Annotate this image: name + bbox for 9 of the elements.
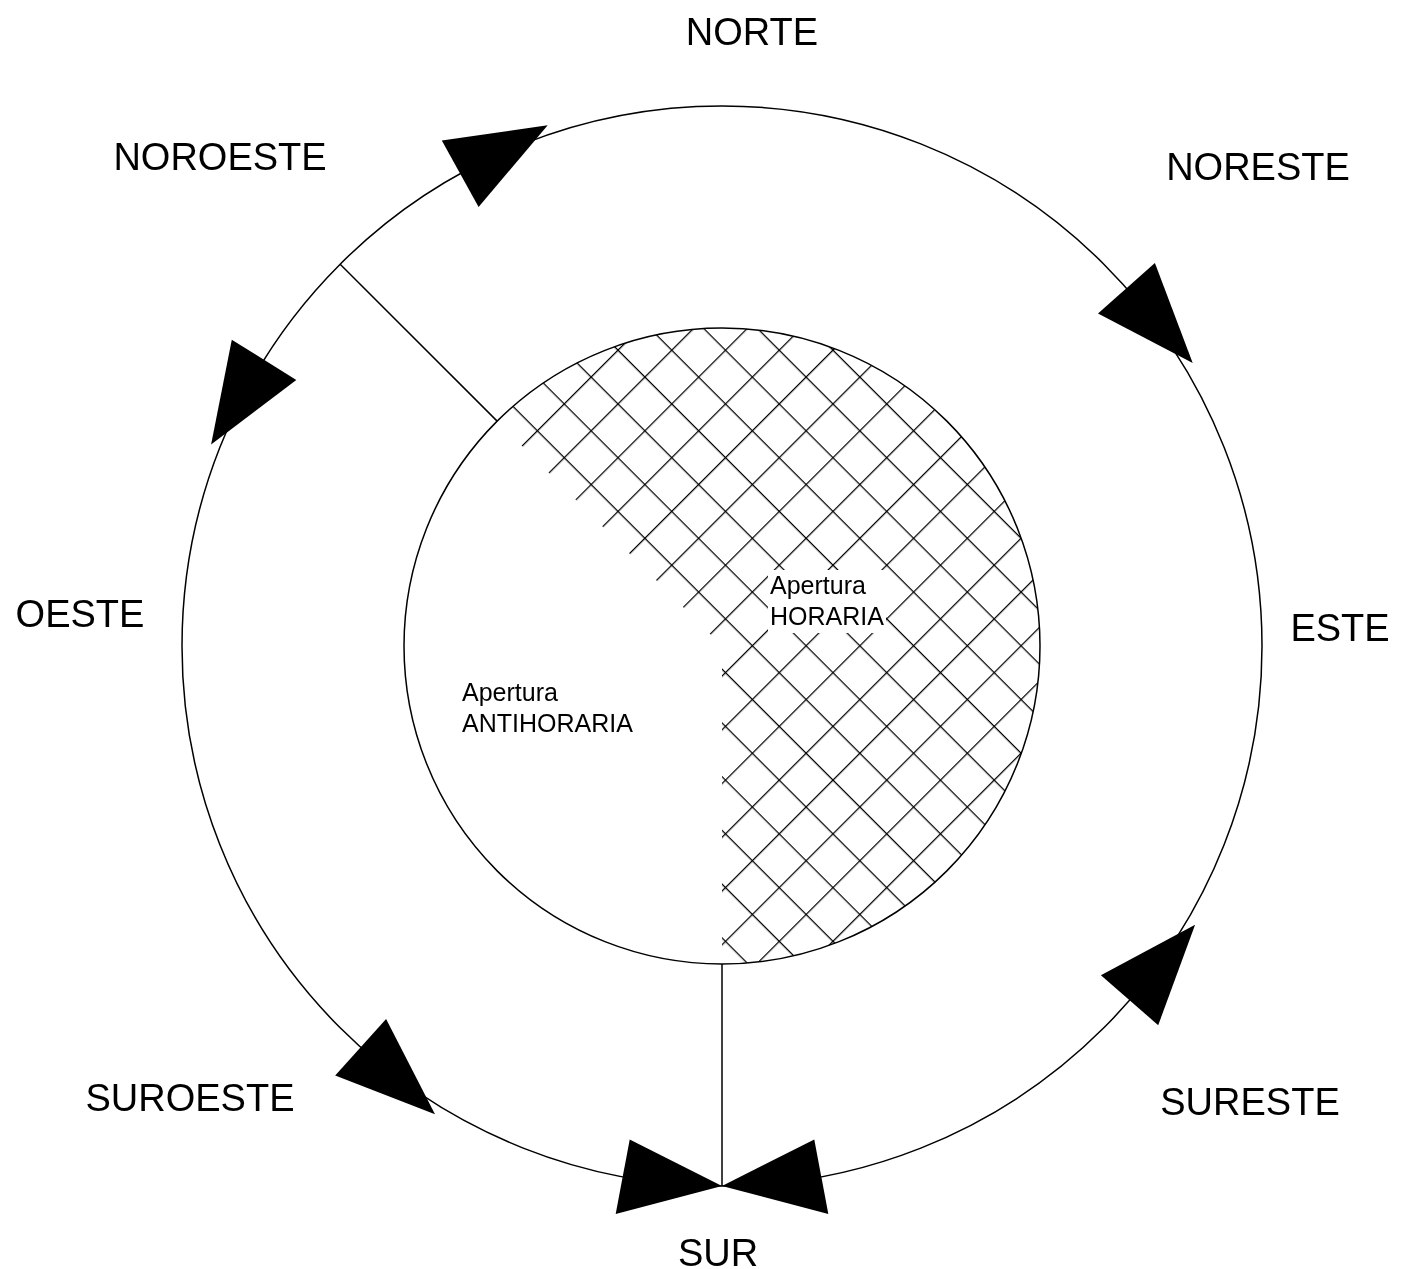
direction-label: NOROESTE	[113, 138, 327, 176]
direction-label: NORTE	[685, 13, 819, 51]
direction-label: NORESTE	[1166, 148, 1350, 186]
sector-label: Apertura HORARIA	[768, 570, 886, 633]
direction-label: SUROESTE	[85, 1079, 295, 1117]
direction-label: OESTE	[15, 595, 145, 633]
direction-label: SURESTE	[1160, 1083, 1340, 1121]
direction-label: SUR	[677, 1234, 759, 1269]
direction-label: ESTE	[1290, 609, 1390, 647]
